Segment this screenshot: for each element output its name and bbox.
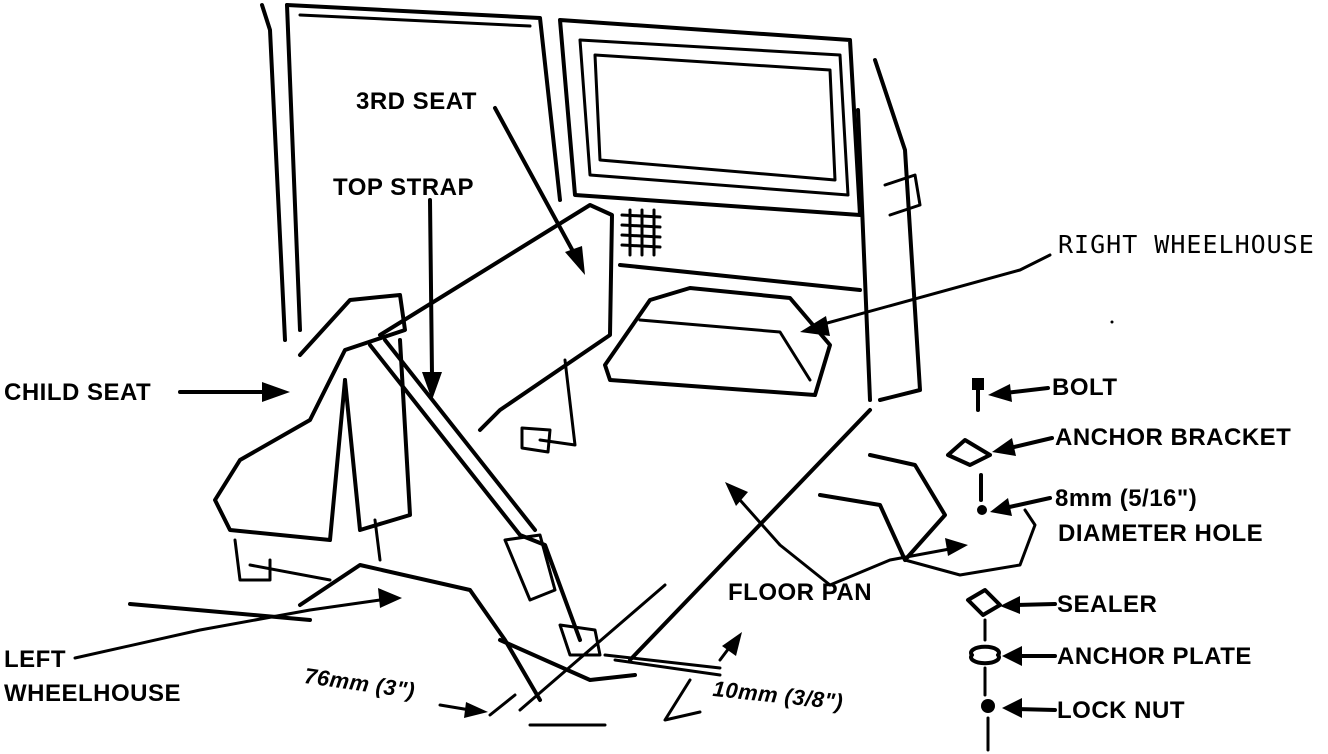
label-diameter-hole: DIAMETER HOLE <box>1058 520 1264 547</box>
vent-grille <box>620 208 662 257</box>
label-wheelhouse: WHEELHOUSE <box>4 680 182 707</box>
label-third-seat: 3RD SEAT <box>356 88 477 115</box>
floor-pan-hump <box>818 453 1037 577</box>
label-sealer: SEALER <box>1057 591 1158 618</box>
top-strap-shape <box>368 338 602 657</box>
label-right-wheelhouse: RIGHT WHEELHOUSE <box>1058 230 1315 259</box>
label-anchor-plate: ANCHOR PLATE <box>1057 643 1252 670</box>
label-bolt: BOLT <box>1052 374 1118 401</box>
hardware-stack <box>946 378 1002 752</box>
label-anchor-bracket: ANCHOR BRACKET <box>1055 424 1292 451</box>
third-seat-back <box>378 203 614 454</box>
label-top-strap: TOP STRAP <box>333 174 474 201</box>
rear-window <box>558 18 862 217</box>
label-hole-size: 8mm (5/16") <box>1055 485 1198 512</box>
label-floor-pan: FLOOR PAN <box>728 579 873 606</box>
label-child-seat: CHILD SEAT <box>4 379 152 406</box>
child-seat-shape <box>213 293 412 582</box>
label-lock-nut: LOCK NUT <box>1057 697 1185 724</box>
label-left: LEFT <box>4 646 66 673</box>
floor-outline <box>298 408 872 727</box>
side-wall <box>260 3 562 342</box>
leader-arrows <box>73 106 1114 722</box>
right-pillar <box>618 58 922 402</box>
right-wheelhouse-shape <box>603 286 832 397</box>
